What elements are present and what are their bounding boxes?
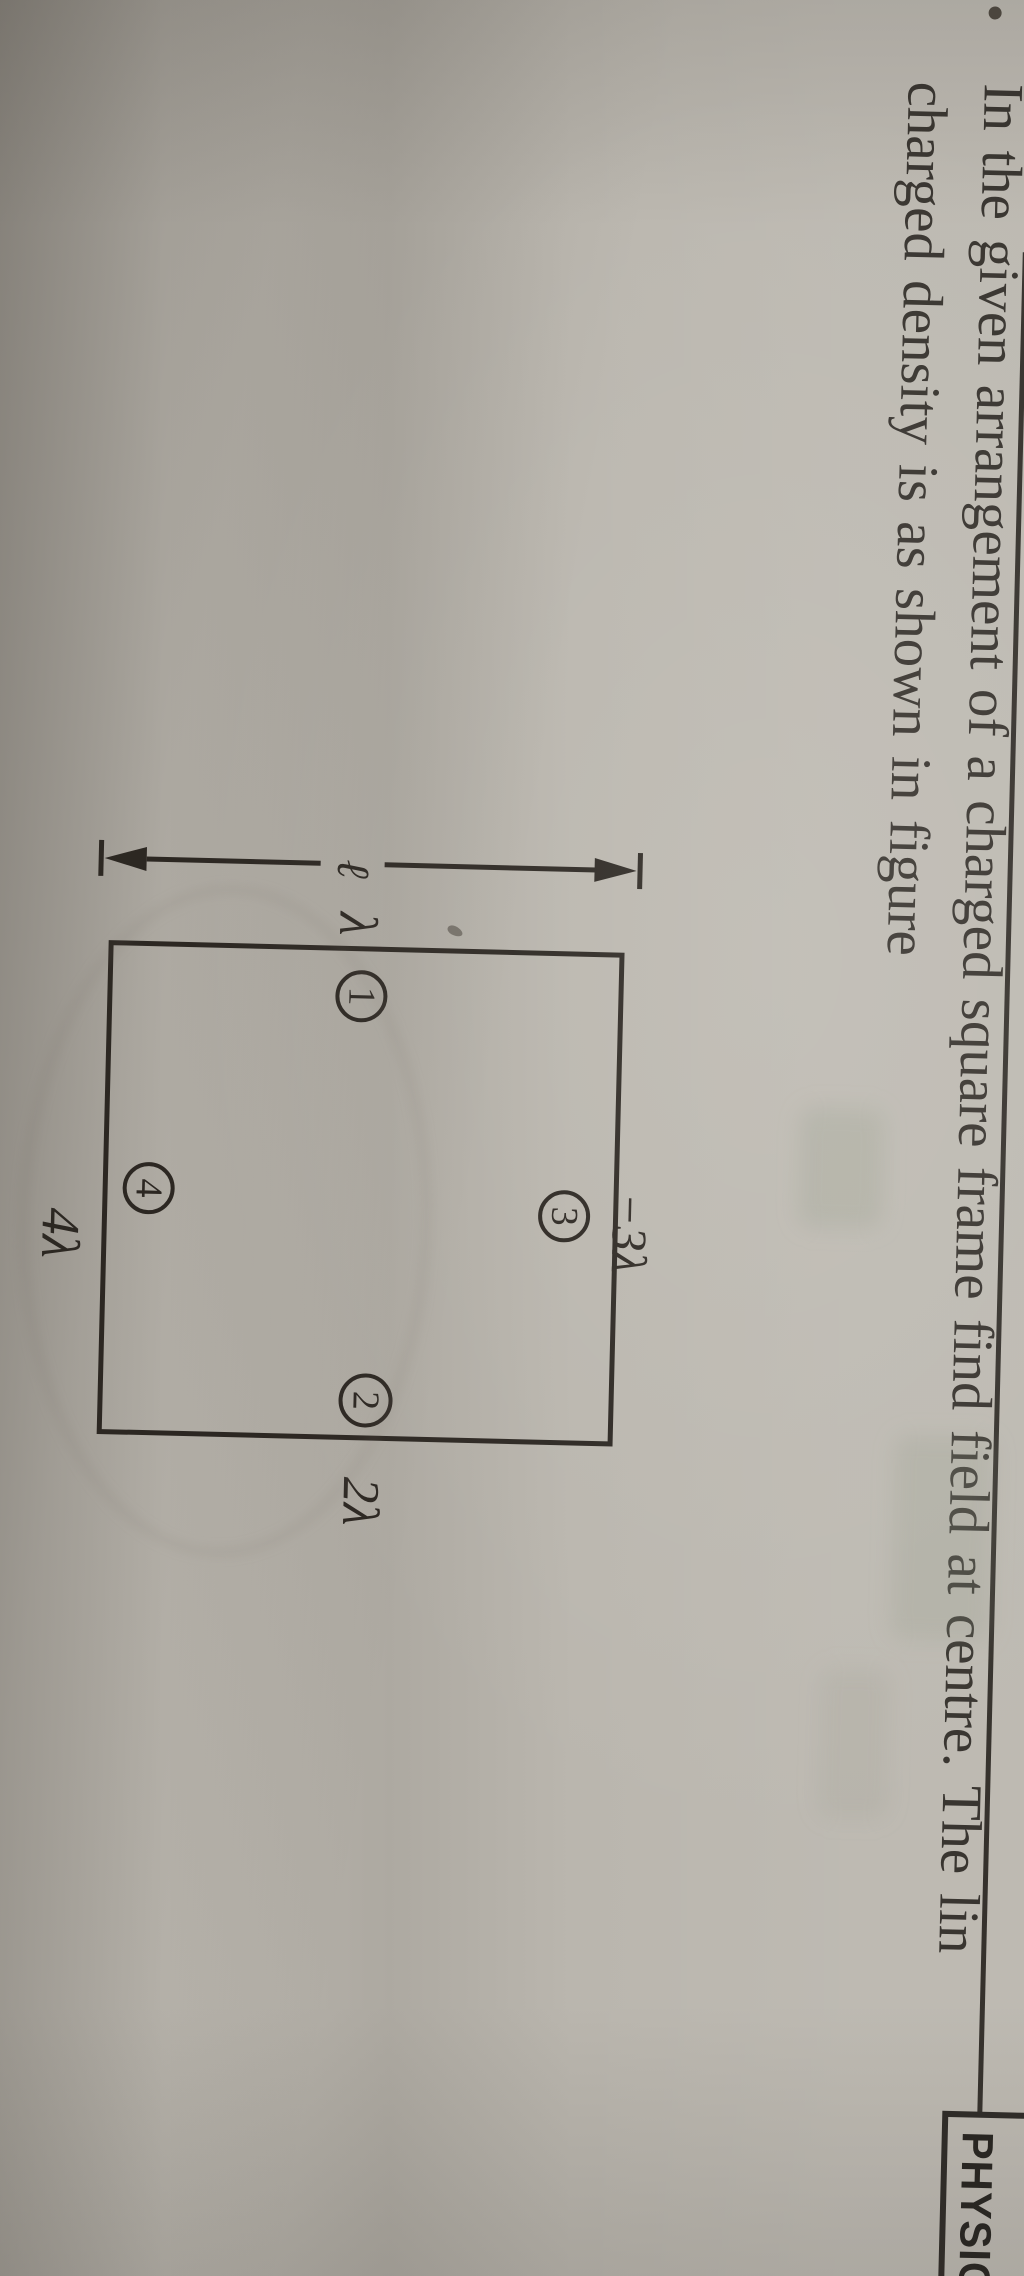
length-label: ℓ bbox=[327, 858, 380, 880]
ink-bleedthrough-smudge bbox=[889, 1434, 995, 1642]
length-dimension-arrow bbox=[98, 839, 643, 890]
arrow-bottom-endbar bbox=[98, 839, 105, 876]
side-3-number: 3 bbox=[542, 1206, 586, 1227]
side-1-charge-label: λ bbox=[327, 911, 389, 937]
arrow-up-head bbox=[594, 857, 637, 882]
ink-bleedthrough-smudge bbox=[797, 1107, 885, 1230]
arrow-lower-shaft bbox=[146, 856, 321, 866]
arrow-upper-shaft bbox=[384, 862, 597, 873]
ink-bleedthrough-smudge bbox=[817, 1667, 892, 1820]
arrow-down-head bbox=[104, 846, 148, 871]
subject-box: PHYSIC bbox=[935, 2110, 1024, 2276]
question-number-fragment bbox=[988, 6, 1002, 20]
subject-label: PHYSIC bbox=[948, 2131, 1002, 2276]
side-3-charge-label: −3λ bbox=[600, 1192, 659, 1274]
arrow-top-endbar bbox=[637, 852, 643, 890]
paper-speck bbox=[445, 923, 465, 939]
question-text-line2: charged density is as shown in figure bbox=[874, 81, 959, 957]
